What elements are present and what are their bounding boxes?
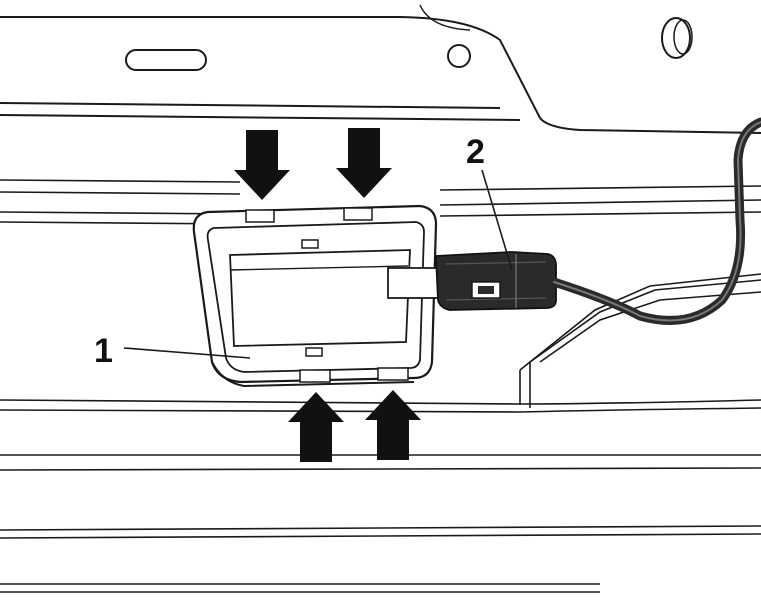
leader-line-2 <box>481 169 513 271</box>
arrow-up-1 <box>288 392 344 462</box>
retaining-clip <box>299 369 331 383</box>
callout-label-1: 1 <box>94 332 113 370</box>
callout-label-2: 2 <box>466 133 485 171</box>
arrow-up-2 <box>365 390 421 460</box>
retaining-clip <box>245 209 275 223</box>
arrow-down-2 <box>336 128 392 198</box>
connector-cable <box>549 117 761 325</box>
body-panel <box>0 4 761 134</box>
retaining-clip <box>343 207 373 221</box>
round-hole-right-inner <box>673 19 693 55</box>
arrow-down-1 <box>234 130 290 200</box>
electrical-connector <box>387 251 557 311</box>
housing-tab-top <box>301 239 319 249</box>
leader-line-1 <box>123 347 251 359</box>
recess-contour <box>519 273 761 408</box>
round-hole-left <box>447 44 471 68</box>
license-plate-lamp-housing <box>192 204 438 388</box>
slot-opening <box>125 49 207 71</box>
housing-tab-bottom <box>305 347 323 357</box>
retaining-clip <box>377 367 409 381</box>
arrows-group <box>234 128 421 462</box>
round-hole-right <box>661 17 691 59</box>
